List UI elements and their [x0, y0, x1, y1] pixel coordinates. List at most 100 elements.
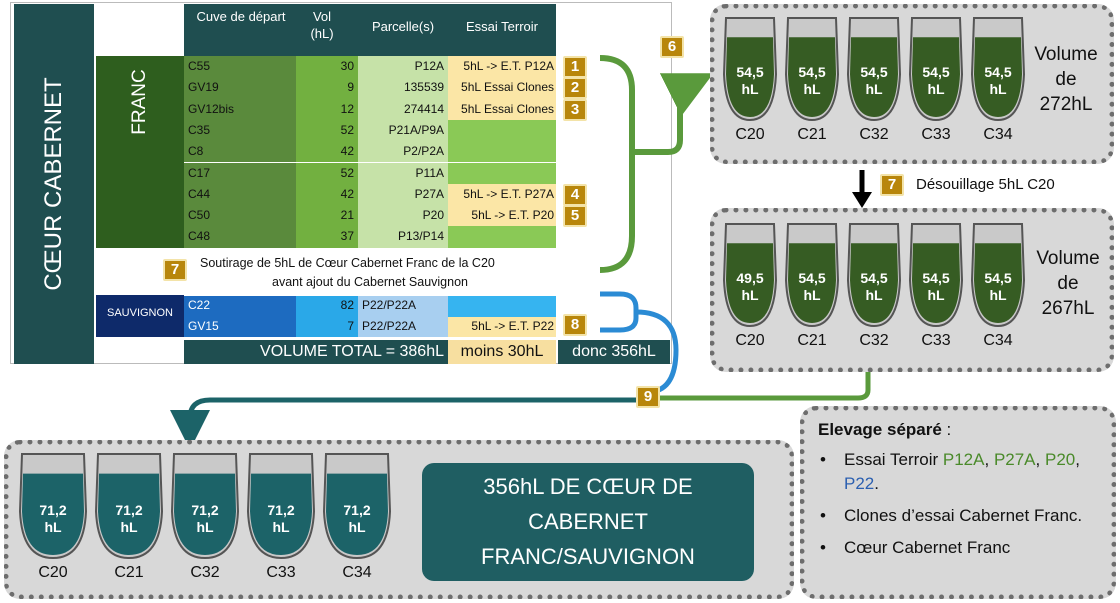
row-bg-parcelle — [358, 56, 448, 78]
cell-cuve: C44 — [188, 186, 211, 201]
row-bg-essai — [448, 162, 556, 184]
row-bg-essai — [448, 77, 556, 99]
cell-cuve: GV19 — [188, 80, 219, 95]
item1-p12a: P12A — [942, 450, 985, 469]
sauv-bg-essai — [448, 296, 556, 317]
vat-shape — [908, 17, 964, 122]
row-bg-vol — [296, 183, 358, 206]
vat-name: C21 — [797, 332, 827, 349]
vat-shape — [970, 17, 1026, 122]
cell-vol: 52 — [340, 165, 354, 180]
vat-shape — [722, 17, 778, 122]
bullet-2: • — [820, 506, 826, 525]
vat-volume-unit: hL — [196, 519, 214, 535]
green-arrow-6 — [632, 73, 714, 155]
vat-volume-unit: hL — [865, 81, 883, 97]
vat-volume-value: 71,2 — [115, 502, 143, 518]
cell-cuve: GV12bis — [188, 101, 235, 116]
cell-parcelle: 274414 — [403, 101, 444, 116]
row-bg-vol — [296, 56, 358, 78]
blue-curve — [635, 309, 679, 395]
row-bg-cuve — [184, 77, 296, 99]
vat-name: C21 — [114, 564, 144, 581]
badge-9: 9 — [636, 386, 660, 408]
row-bg-parcelle — [358, 162, 448, 184]
row-bg-cuve — [184, 162, 296, 184]
vat-shape — [170, 453, 240, 560]
header-essai: Essai Terroir — [465, 19, 538, 34]
item1-prefix: Essai Terroir — [844, 450, 943, 469]
total-bar — [184, 340, 448, 364]
vat-volume-unit: hL — [927, 287, 945, 303]
vat-volume-unit: hL — [803, 81, 821, 97]
row-bg-parcelle — [358, 183, 448, 206]
vat-name: C33 — [921, 126, 951, 143]
vat-shape — [322, 453, 392, 560]
vat-name: C20 — [38, 564, 68, 581]
cell-cuve: C55 — [188, 59, 211, 73]
sauv-cell-vol: 82 — [340, 298, 354, 312]
vat-name: C34 — [342, 564, 372, 581]
table-header — [184, 4, 556, 56]
cell-cuve: C8 — [188, 144, 204, 159]
vat-shape — [246, 453, 316, 560]
panel2-vol-l3: 267hL — [1041, 298, 1095, 319]
cell-essai: 5hL -> E.T. P27A — [463, 186, 554, 201]
vat-name: C32 — [859, 332, 889, 349]
sauv-cell-cuve: GV15 — [188, 318, 219, 333]
row-bg-parcelle — [358, 205, 448, 227]
cell-parcelle: P20 — [422, 208, 444, 223]
donc-label: donc 356hL — [572, 343, 656, 360]
row-badge: 3 — [563, 98, 587, 121]
vat-shape — [784, 223, 840, 328]
row-bg-vol — [296, 98, 358, 120]
sauv-bg-cuve — [184, 316, 296, 337]
vat-shape — [784, 17, 840, 122]
vat-volume-value: 54,5 — [984, 270, 1012, 286]
row-bg-vol — [296, 162, 358, 184]
vat-name: C21 — [797, 126, 827, 143]
cell-essai: 5hL -> E.T. P20 — [471, 208, 554, 223]
row-bg-cuve — [184, 226, 296, 248]
bullet-1: • — [820, 450, 826, 469]
vat-volume-unit: hL — [865, 287, 883, 303]
row-bg-essai — [448, 56, 556, 78]
row-badge: 1 — [563, 56, 587, 78]
row-bg-vol — [296, 141, 358, 163]
cell-vol: 42 — [340, 144, 354, 159]
panel1-vol-l2: de — [1055, 69, 1077, 90]
vat-volume-value: 71,2 — [191, 502, 219, 518]
row-bg-vol — [296, 226, 358, 248]
vat-name: C33 — [921, 332, 951, 349]
vat-name: C34 — [983, 126, 1013, 143]
vat-volume-unit: hL — [120, 519, 138, 535]
row-bg-cuve — [184, 183, 296, 206]
vat-volume-value: 71,2 — [343, 502, 371, 518]
row-bg-essai — [448, 226, 556, 248]
vat-volume-unit: hL — [803, 287, 821, 303]
cell-vol: 42 — [340, 186, 354, 201]
sauv-cell-parcelle: P22/P22A — [362, 318, 417, 333]
panel1-vol-l1: Volume — [1034, 44, 1098, 65]
vat-volume-value: 71,2 — [39, 502, 67, 518]
sauv-cell-cuve: C22 — [188, 298, 211, 312]
cell-parcelle: P2/P2A — [403, 144, 444, 159]
item1-p20: P20 — [1044, 450, 1076, 469]
item1-sep1: , — [984, 450, 994, 469]
item1-sep3: , — [1075, 450, 1080, 469]
final-banner: 356hL DE CŒUR DE CABERNET FRANC/SAUVIGNO… — [422, 463, 754, 581]
badge-6: 6 — [660, 36, 684, 58]
vat-shape — [722, 223, 778, 328]
